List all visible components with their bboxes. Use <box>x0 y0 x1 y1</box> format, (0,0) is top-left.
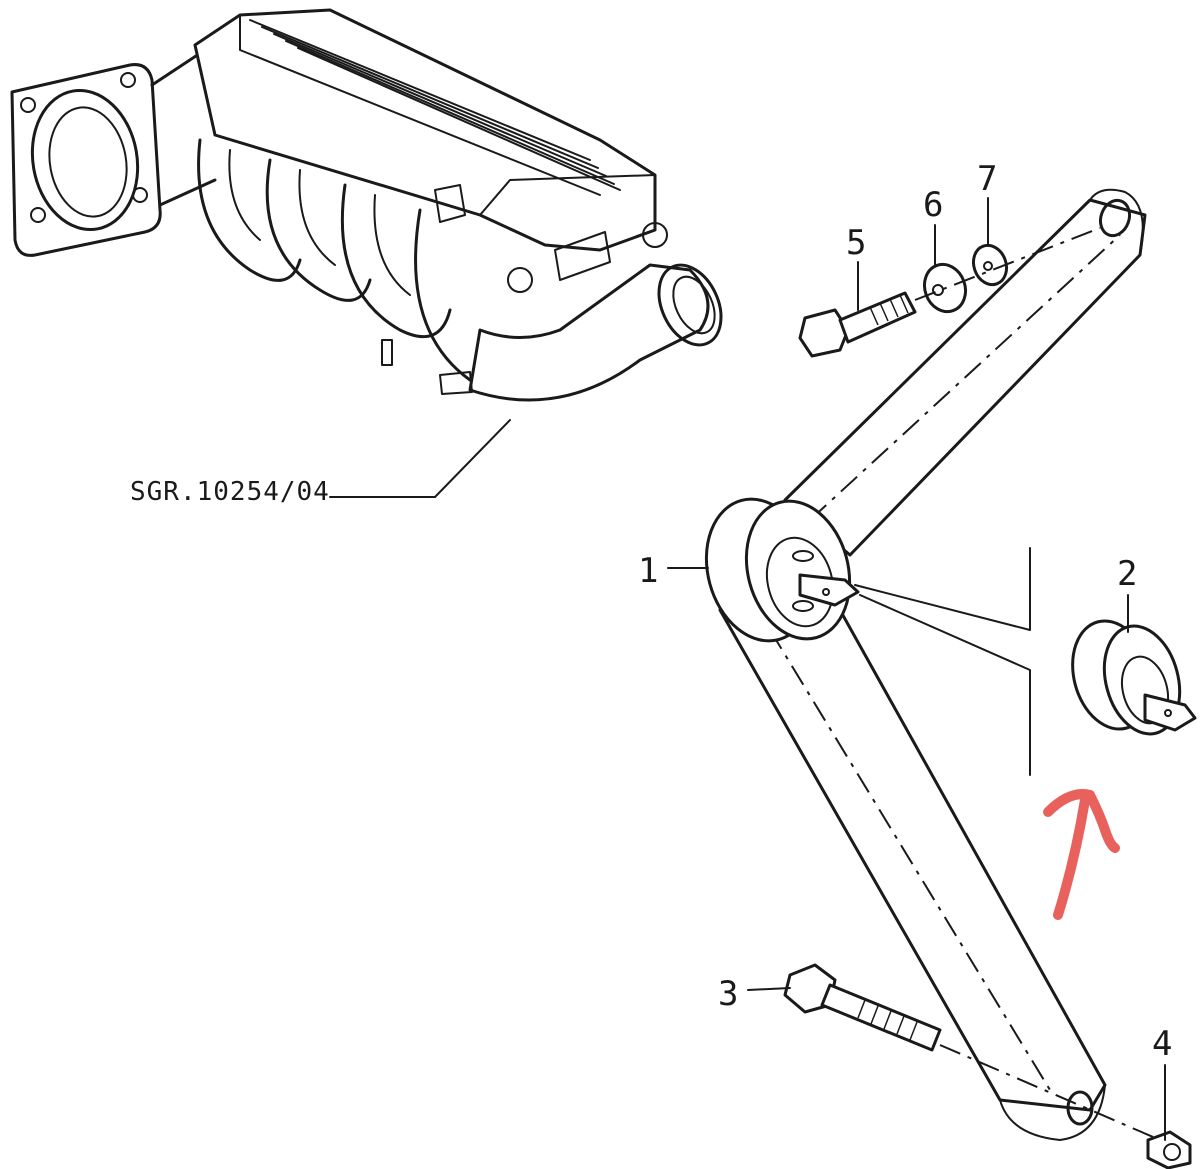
callout-7: 7 <box>977 159 997 199</box>
lower-axis-line <box>939 1044 1161 1141</box>
callout-leader-3 <box>747 987 791 991</box>
nut <box>1146 1130 1192 1169</box>
upper-axis-line <box>914 227 1101 301</box>
callout-5: 5 <box>846 223 866 263</box>
red-annotation-arrow <box>1043 789 1120 920</box>
bolt-lower <box>783 963 942 1052</box>
callout-3: 3 <box>718 974 738 1014</box>
intake-manifold <box>10 8 723 498</box>
callout-6: 6 <box>923 185 943 225</box>
callout-4: 4 <box>1152 1024 1172 1064</box>
bolt-upper <box>798 291 917 358</box>
bushing-part <box>854 547 1197 776</box>
callout-1: 1 <box>638 551 658 591</box>
washer-7 <box>971 243 1009 287</box>
support-arm <box>704 188 1147 1141</box>
callout-2: 2 <box>1117 554 1137 594</box>
reference-code-label: SGR.10254/04 <box>130 477 330 507</box>
